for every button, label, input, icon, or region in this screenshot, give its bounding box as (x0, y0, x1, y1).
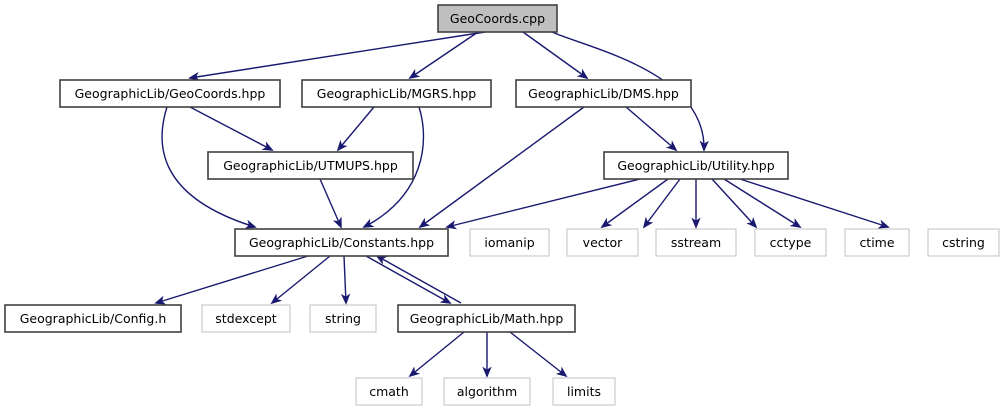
edge-utility_hpp-to-vector (642, 178, 681, 229)
node-rect-stdexcept (201, 304, 291, 333)
edge-utility_hpp-to-ctime (723, 178, 802, 228)
node-rect-cstring (927, 228, 1000, 257)
edge-mgrs_hpp-to-utmups_hpp (336, 106, 375, 152)
node-rect-iomanip (469, 228, 550, 257)
node-geocoords_hpp[interactable]: GeographicLib/GeoCoords.hpp (59, 79, 281, 108)
node-label-dms_hpp: GeographicLib/DMS.hpp (528, 86, 679, 101)
node-rect-dms_hpp (515, 79, 692, 108)
node-rect-algorithm (443, 377, 531, 406)
node-iomanip[interactable]: iomanip (469, 228, 550, 257)
node-label-iomanip: iomanip (484, 235, 534, 250)
edge-geocoords_hpp-to-constants_hpp (161, 106, 257, 229)
edge-utility_hpp-to-cctype (711, 178, 758, 229)
edge-mgrs_hpp-to-constants_hpp (362, 106, 425, 228)
node-vector[interactable]: vector (566, 228, 639, 257)
node-rect-vector (566, 228, 639, 257)
edge-geocoords_cpp-to-utility_hpp (551, 31, 709, 152)
node-cstring[interactable]: cstring (927, 228, 1000, 257)
node-label-limits: limits (567, 384, 601, 399)
node-label-cctype: cctype (770, 235, 812, 250)
edge-math_hpp-to-limits (509, 331, 568, 378)
node-label-math_hpp: GeographicLib/Math.hpp (410, 311, 564, 326)
node-label-ctime: ctime (859, 235, 894, 250)
edge-dms_hpp-to-utmups_hpp_skip (418, 106, 585, 229)
node-limits[interactable]: limits (552, 377, 616, 406)
edge-math_hpp-to-constants_hpp (375, 255, 462, 304)
edge-utility_hpp-to-cstring (739, 178, 890, 229)
node-config_h[interactable]: GeographicLib/Config.h (4, 304, 182, 333)
edge-utility_hpp-to-constants_hpp (445, 178, 641, 230)
node-utility_hpp[interactable]: GeographicLib/Utility.hpp (603, 151, 789, 180)
node-ctime[interactable]: ctime (844, 228, 910, 257)
edge-geocoords_hpp-to-utmups_hpp (189, 106, 274, 151)
node-label-string: string (325, 311, 361, 326)
edge-geocoords_cpp-to-geocoords_hpp (188, 31, 486, 82)
node-label-vector: vector (583, 235, 624, 250)
node-rect-constants_hpp (234, 228, 449, 257)
edge-geocoords_cpp-to-dms_hpp (522, 31, 589, 80)
edge-dms_hpp-to-utility_hpp (625, 106, 678, 152)
node-rect-math_hpp (397, 304, 576, 333)
node-rect-ctime (844, 228, 910, 257)
node-label-geocoords_hpp: GeographicLib/GeoCoords.hpp (75, 86, 266, 101)
edge-geocoords_cpp-to-mgrs_hpp (408, 31, 479, 80)
node-label-mgrs_hpp: GeographicLib/MGRS.hpp (317, 86, 476, 101)
edge-constants_hpp-to-stdexcept (270, 255, 331, 305)
node-utmups_hpp[interactable]: GeographicLib/UTMUPS.hpp (207, 151, 414, 180)
node-string[interactable]: string (309, 304, 377, 333)
node-layer: GeoCoords.cppGeographicLib/GeoCoords.hpp… (4, 4, 1000, 406)
node-dms_hpp[interactable]: GeographicLib/DMS.hpp (515, 79, 692, 108)
node-mgrs_hpp[interactable]: GeographicLib/MGRS.hpp (301, 79, 492, 108)
edge-constants_hpp-to-string (340, 255, 351, 305)
node-math_hpp[interactable]: GeographicLib/Math.hpp (397, 304, 576, 333)
node-label-constants_hpp: GeographicLib/Constants.hpp (249, 235, 434, 250)
node-label-utility_hpp: GeographicLib/Utility.hpp (617, 158, 774, 173)
node-constants_hpp[interactable]: GeographicLib/Constants.hpp (234, 228, 449, 257)
node-label-utmups_hpp: GeographicLib/UTMUPS.hpp (223, 158, 398, 173)
edge-constants_hpp-to-math_hpp (365, 255, 452, 304)
node-rect-cmath (355, 377, 423, 406)
node-label-sstream: sstream (671, 235, 721, 250)
node-rect-config_h (4, 304, 182, 333)
edge-math_hpp-to-cmath (408, 331, 465, 378)
node-rect-sstream (655, 228, 737, 257)
node-label-geocoords_cpp: GeoCoords.cpp (450, 11, 545, 26)
node-rect-cctype (754, 228, 827, 257)
node-rect-mgrs_hpp (301, 79, 492, 108)
node-label-config_h: GeographicLib/Config.h (20, 311, 167, 326)
node-rect-utility_hpp (603, 151, 789, 180)
node-label-cmath: cmath (369, 384, 409, 399)
node-label-cstring: cstring (942, 235, 985, 250)
node-label-stdexcept: stdexcept (215, 311, 276, 326)
node-sstream[interactable]: sstream (655, 228, 737, 257)
node-rect-geocoords_cpp (437, 4, 558, 33)
edge-utmups_hpp-to-constants_hpp (319, 178, 342, 229)
node-geocoords_cpp[interactable]: GeoCoords.cpp (437, 4, 558, 33)
edge-utility_hpp-to-iomanip (600, 178, 669, 229)
node-label-algorithm: algorithm (457, 384, 517, 399)
node-rect-geocoords_hpp (59, 79, 281, 108)
edge-layer (154, 31, 890, 378)
node-cctype[interactable]: cctype (754, 228, 827, 257)
node-algorithm[interactable]: algorithm (443, 377, 531, 406)
node-rect-utmups_hpp (207, 151, 414, 180)
node-stdexcept[interactable]: stdexcept (201, 304, 291, 333)
node-cmath[interactable]: cmath (355, 377, 423, 406)
node-rect-string (309, 304, 377, 333)
node-rect-limits (552, 377, 616, 406)
edge-constants_hpp-to-config_h (154, 255, 309, 305)
